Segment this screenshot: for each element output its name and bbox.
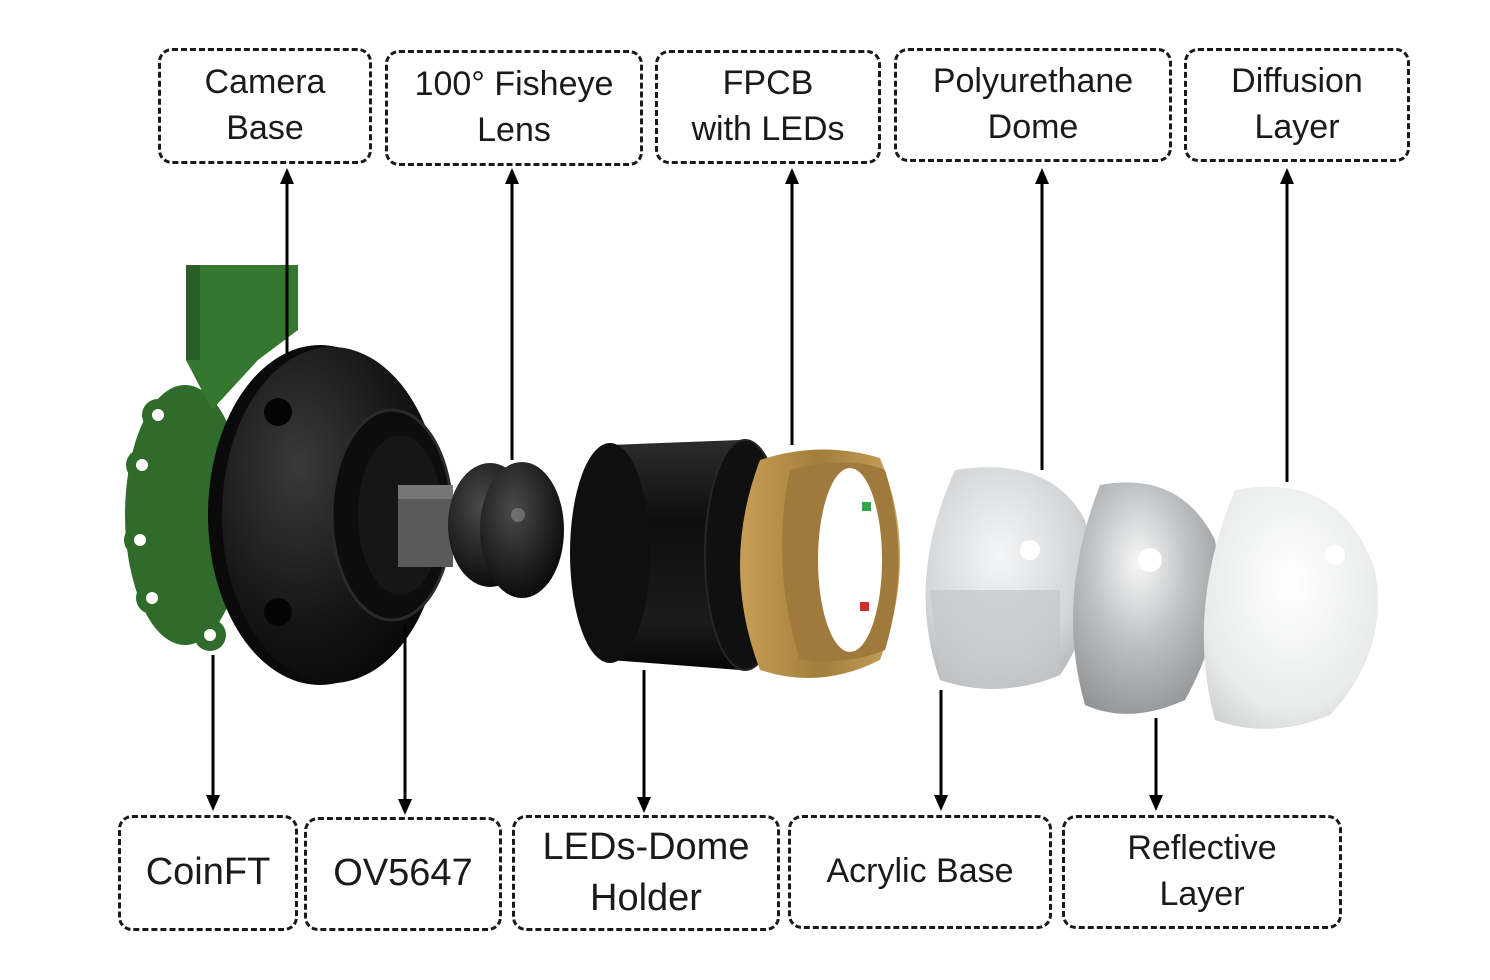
label-camera-base: Camera Base — [158, 48, 372, 164]
label-polyurethane-dome-line1: Polyurethane — [932, 62, 1134, 101]
label-ov5647: OV5647 — [304, 817, 502, 931]
label-diffusion-layer: Diffusion Layer — [1184, 48, 1410, 162]
label-coinft-line1: CoinFT — [145, 851, 271, 894]
label-fisheye-lens-line1: 100° Fisheye — [414, 65, 614, 104]
label-reflective-layer-line2: Layer — [1159, 875, 1245, 913]
label-reflective-layer-line1: Reflective — [1127, 829, 1277, 868]
label-fpcb-line1: FPCB — [722, 64, 814, 103]
label-leds-dome-holder-line2: Holder — [590, 877, 702, 919]
green-led-icon — [862, 502, 871, 511]
label-diffusion-layer-line1: Diffusion — [1231, 62, 1363, 101]
label-leds-dome-holder: LEDs-Dome Holder — [512, 815, 780, 931]
leader-arrows — [206, 168, 1294, 815]
label-polyurethane-dome: Polyurethane Dome — [894, 48, 1172, 162]
label-ov5647-line1: OV5647 — [333, 852, 473, 895]
label-coinft: CoinFT — [118, 815, 298, 931]
coinft-sensor — [124, 265, 298, 651]
ov5647-sensor — [398, 485, 453, 567]
label-polyurethane-dome-line2: Dome — [987, 108, 1079, 146]
label-acrylic-base-line1: Acrylic Base — [826, 852, 1014, 891]
label-diffusion-layer-line2: Layer — [1254, 108, 1340, 146]
label-leds-dome-holder-line1: LEDs-Dome — [542, 825, 750, 868]
label-camera-base-line1: Camera — [204, 63, 326, 102]
label-fisheye-lens: 100° Fisheye Lens — [385, 50, 643, 166]
label-acrylic-base: Acrylic Base — [788, 815, 1052, 929]
acrylic-dome-part — [925, 467, 1092, 689]
label-fisheye-lens-line2: Lens — [477, 111, 551, 149]
fisheye-lens-part — [448, 462, 564, 598]
red-led-icon — [860, 602, 869, 611]
reflective-layer-part — [1073, 482, 1219, 714]
diffusion-layer-part — [1203, 486, 1378, 729]
camera-base-part — [208, 345, 454, 685]
label-reflective-layer: Reflective Layer — [1062, 815, 1342, 929]
fpcb-with-leds-part — [740, 449, 900, 678]
label-fpcb-with-leds: FPCB with LEDs — [655, 50, 881, 164]
label-camera-base-line2: Base — [226, 109, 304, 147]
label-fpcb-line2: with LEDs — [691, 110, 845, 148]
